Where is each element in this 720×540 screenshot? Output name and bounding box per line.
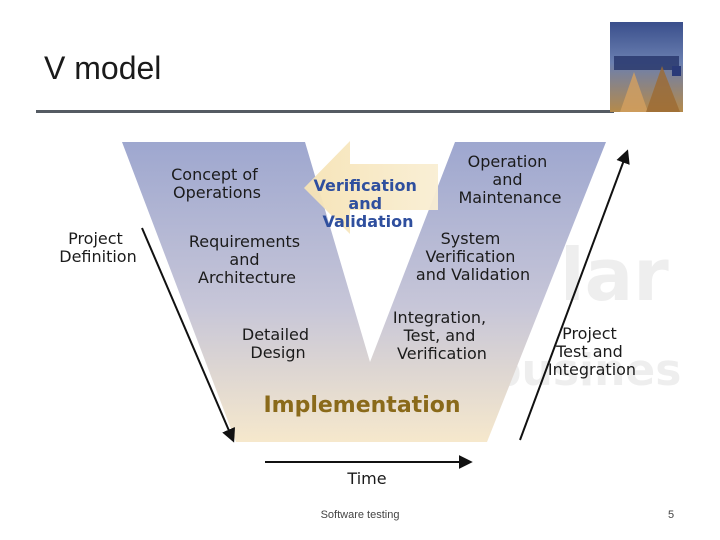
implementation-label: Implementation [263,393,460,418]
project-definition-arrow [141,227,236,443]
stage-detailed-design: Detailed Design [242,325,314,362]
v-shape [122,142,606,442]
time-label: Time [346,469,386,488]
book-cover-image [610,22,683,112]
stage-concept-of-operations: Concept of Operations [171,165,263,202]
stage-integration-test: Integration, Test, and Verification [393,308,491,363]
title-underline [36,110,614,113]
stage-operation-maintenance: Operation and Maintenance [458,152,561,207]
stage-requirements-architecture: Requirements and Architecture [189,232,305,287]
page-number: 5 [668,509,675,521]
stage-system-verification: System Verification and Validation [416,229,530,284]
project-definition-label: Project Definition [59,229,136,266]
svg-text:lar: lar [560,233,669,317]
footer-text: Software testing [320,509,400,521]
verification-arrow [304,141,438,234]
project-integration-arrow [519,149,630,441]
project-integration-label: Project Test and Integration [548,324,636,379]
slide-title: V model [44,50,162,86]
verification-validation-label: Verification and Validation [314,176,423,231]
